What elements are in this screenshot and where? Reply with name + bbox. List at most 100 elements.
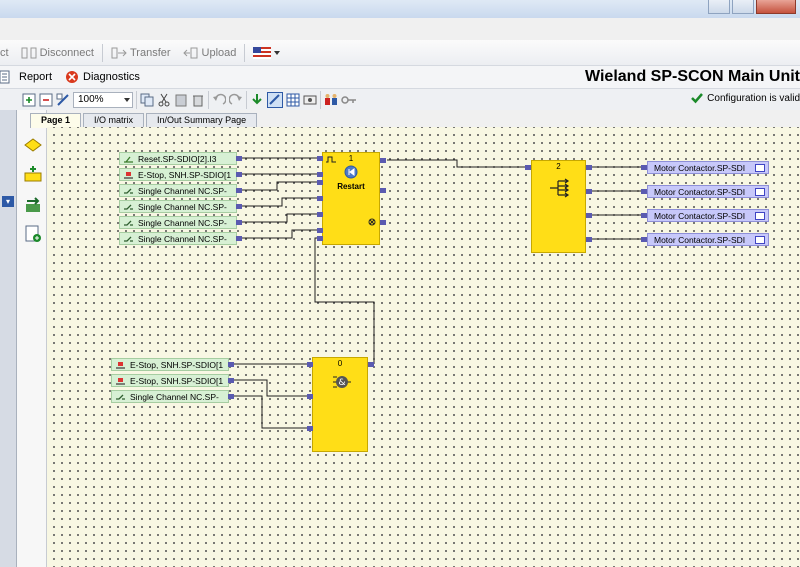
wire[interactable]	[240, 197, 317, 207]
wire[interactable]	[230, 379, 307, 397]
input-port[interactable]	[307, 426, 313, 431]
input-tag[interactable]: Single Channel NC.SP-	[119, 232, 237, 245]
output-port[interactable]	[228, 378, 234, 383]
input-tag[interactable]: E-Stop, SNH.SP-SDIO[1	[111, 358, 229, 371]
input-tag[interactable]: E-Stop, SNH.SP-SDIO[1	[119, 168, 237, 181]
input-port[interactable]	[317, 172, 323, 177]
output-port[interactable]	[368, 362, 374, 367]
upload-button[interactable]: Upload	[179, 43, 241, 63]
output-port[interactable]	[228, 362, 234, 367]
transfer-button[interactable]: Transfer	[107, 43, 175, 63]
output-port[interactable]	[380, 220, 386, 225]
input-port[interactable]	[307, 394, 313, 399]
connect-button[interactable]: ct	[0, 46, 9, 59]
tab-page-1[interactable]: Page 1	[30, 113, 82, 128]
connection-toolbar: ct Disconnect Transfer Upload	[0, 40, 800, 66]
output-port[interactable]	[586, 213, 592, 218]
input-port[interactable]	[641, 237, 647, 242]
input-tag[interactable]: Single Channel NC.SP-	[119, 184, 237, 197]
input-port[interactable]	[317, 196, 323, 201]
zoom-in-icon[interactable]	[22, 93, 36, 107]
wire[interactable]	[240, 213, 317, 223]
input-port[interactable]	[641, 165, 647, 170]
output-tag[interactable]: Motor Contactor.SP-SDI	[647, 233, 769, 246]
input-port[interactable]	[525, 165, 531, 170]
paste-icon[interactable]	[174, 93, 188, 107]
delete-icon[interactable]	[191, 93, 205, 107]
zoom-select[interactable]: 100%	[73, 92, 133, 108]
add-input-icon[interactable]	[24, 165, 42, 183]
output-port[interactable]	[236, 172, 242, 177]
invert-output-icon	[368, 218, 376, 226]
disconnect-button[interactable]: Disconnect	[17, 43, 98, 63]
output-port[interactable]	[236, 204, 242, 209]
output-port[interactable]	[380, 158, 386, 163]
report-button[interactable]: Report	[0, 67, 56, 87]
input-tag[interactable]: Single Channel NC.SP-	[111, 390, 229, 403]
input-tag[interactable]: E-Stop, SNH.SP-SDIO[1	[111, 374, 229, 387]
wire[interactable]	[314, 237, 375, 364]
zoom-out-icon[interactable]	[39, 93, 53, 107]
minimize-button[interactable]	[708, 0, 730, 14]
add-page-icon[interactable]	[24, 225, 42, 243]
add-connection-icon[interactable]	[24, 195, 42, 213]
output-terminal-icon	[755, 236, 765, 244]
input-tag[interactable]: Reset.SP-SDIO[2].I3	[119, 152, 237, 165]
output-port[interactable]	[236, 188, 242, 193]
wire[interactable]	[230, 395, 307, 429]
pin-icon[interactable]: ▾	[2, 196, 14, 207]
nc-contact-icon	[124, 236, 133, 242]
fit-page-icon[interactable]	[56, 93, 70, 107]
output-port[interactable]	[586, 189, 592, 194]
input-port[interactable]	[317, 156, 323, 161]
output-port[interactable]	[236, 220, 242, 225]
tab-inout-summary[interactable]: In/Out Summary Page	[146, 113, 258, 128]
logic-canvas[interactable]: Reset.SP-SDIO[2].I3 E-Stop, SNH.SP-SDIO[…	[47, 127, 800, 567]
function-block-palette-icon[interactable]	[24, 135, 42, 153]
fanout-function-block[interactable]: 2	[531, 160, 586, 253]
undo-icon[interactable]	[212, 93, 226, 107]
wire[interactable]	[240, 229, 317, 239]
user-group-icon[interactable]	[324, 93, 338, 107]
input-port[interactable]	[307, 362, 313, 367]
config-status: Configuration is valid	[691, 92, 800, 104]
output-port[interactable]	[586, 165, 592, 170]
output-port[interactable]	[380, 188, 386, 193]
input-port[interactable]	[317, 236, 323, 241]
language-selector[interactable]	[249, 43, 284, 63]
output-tag[interactable]: Motor Contactor.SP-SDI	[647, 161, 769, 174]
input-port[interactable]	[317, 228, 323, 233]
output-port[interactable]	[228, 394, 234, 399]
wiring-mode-icon[interactable]	[267, 92, 283, 108]
input-port[interactable]	[317, 180, 323, 185]
maximize-button[interactable]	[732, 0, 754, 14]
input-tag[interactable]: Single Channel NC.SP-	[119, 200, 237, 213]
output-port[interactable]	[586, 237, 592, 242]
tab-io-matrix[interactable]: I/O matrix	[83, 113, 145, 128]
input-port[interactable]	[641, 189, 647, 194]
input-port[interactable]	[317, 212, 323, 217]
input-port[interactable]	[641, 213, 647, 218]
output-tag[interactable]: Motor Contactor.SP-SDI	[647, 185, 769, 198]
input-tag[interactable]: Single Channel NC.SP-	[119, 216, 237, 229]
redo-icon[interactable]	[229, 93, 243, 107]
output-terminal-icon	[755, 188, 765, 196]
toolbar-separator	[320, 91, 321, 109]
and-function-block[interactable]: 0 &	[312, 357, 368, 452]
report-icon	[0, 70, 10, 84]
close-button[interactable]	[756, 0, 796, 14]
upload-icon	[182, 47, 198, 58]
cut-icon[interactable]	[157, 93, 171, 107]
diagnostics-button[interactable]: Diagnostics	[60, 67, 144, 87]
restart-function-block[interactable]: 1 Restart	[322, 152, 380, 245]
grid-icon[interactable]	[286, 93, 300, 107]
import-icon[interactable]	[250, 93, 264, 107]
wire[interactable]	[240, 181, 317, 191]
key-icon[interactable]	[341, 93, 357, 107]
copy-icon[interactable]	[140, 93, 154, 107]
wire[interactable]	[387, 159, 525, 168]
output-port[interactable]	[236, 236, 242, 241]
view-icon[interactable]	[303, 93, 317, 107]
output-tag[interactable]: Motor Contactor.SP-SDI	[647, 209, 769, 222]
output-port[interactable]	[236, 156, 242, 161]
